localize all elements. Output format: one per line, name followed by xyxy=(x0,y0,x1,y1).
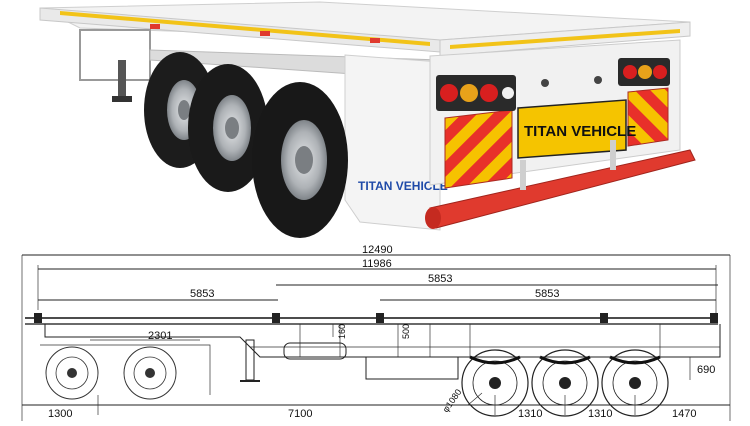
dim-front-overhang: 1300 xyxy=(48,408,72,420)
trailer-illustration: TITAN VEHICLE TITAN VEHICLE xyxy=(39,1,696,238)
technical-drawing: 12490 11986 5853 5853 5853 160 500 2301 xyxy=(0,244,750,421)
dim-kingpin-to-axle: 7100 xyxy=(288,408,312,420)
dim-axle-spacing-1: 1310 xyxy=(518,408,542,420)
side-elevation-drawing: 12490 11986 5853 5853 5853 160 500 2301 xyxy=(21,244,731,421)
dim-pitch-middle: 5853 xyxy=(428,273,452,285)
leader-line xyxy=(467,392,483,406)
brand-plate-text: TITAN VEHICLE xyxy=(524,123,636,140)
side-reflector xyxy=(150,24,160,29)
dim-pitch-front: 5853 xyxy=(190,288,214,300)
tail-lamp xyxy=(480,84,498,102)
main-beam xyxy=(44,324,721,358)
twist-lock xyxy=(34,313,42,323)
leaf-spring xyxy=(539,355,591,365)
leaf-spring xyxy=(469,355,521,365)
dim-rear-height: 690 xyxy=(697,364,715,376)
tractor-wheel-rear xyxy=(123,346,177,400)
indicator-lamp xyxy=(638,65,652,79)
fuel-tank xyxy=(283,342,347,360)
trailer-wheel-3 xyxy=(601,349,669,417)
dim-tire-diameter: φ1080 xyxy=(440,387,463,414)
indicator-lamp xyxy=(460,84,478,102)
twist-lock xyxy=(376,313,384,323)
hazard-panel-left xyxy=(444,109,513,189)
rear-bolt xyxy=(541,79,549,87)
landing-leg-drawing xyxy=(245,339,255,381)
landing-leg xyxy=(118,60,126,100)
side-reflective-stripe xyxy=(60,11,430,46)
trailer-photo: TITAN VEHICLE TITAN VEHICLE xyxy=(39,1,696,238)
tractor-outline xyxy=(40,344,211,395)
side-reflector xyxy=(260,31,270,36)
tail-lamp xyxy=(440,84,458,102)
bumper-bracket xyxy=(520,160,526,190)
twist-lock xyxy=(600,313,608,323)
tool-box xyxy=(365,356,459,380)
rear-bolt xyxy=(594,76,602,84)
mudflap-brand: TITAN VEHICLE xyxy=(358,179,448,193)
landing-foot xyxy=(112,96,132,102)
reverse-lamp xyxy=(502,87,514,99)
brand-plate xyxy=(517,99,627,159)
dim-kingpin-setback: 2301 xyxy=(148,330,172,342)
leaf-spring xyxy=(609,355,661,365)
dim-pitch-rear: 5853 xyxy=(535,288,559,300)
twist-lock xyxy=(710,313,718,323)
dim-overall-length: 12490 xyxy=(362,245,393,256)
rear-reflective-stripe xyxy=(450,29,680,49)
tail-lamp xyxy=(653,65,667,79)
dim-beam-height: 500 xyxy=(401,324,411,339)
twist-lock xyxy=(272,313,280,323)
hazard-panel-right xyxy=(627,87,669,147)
dim-gooseneck-height: 160 xyxy=(337,324,347,339)
tractor-wheel-front xyxy=(45,346,99,400)
front-frame xyxy=(79,29,151,81)
tail-lamp xyxy=(623,65,637,79)
tire-3 xyxy=(252,82,348,238)
dim-rear-overhang: 1470 xyxy=(672,408,696,420)
bumper-bracket xyxy=(610,140,616,170)
tire-2 xyxy=(188,64,268,192)
dim-deck-length: 11986 xyxy=(362,258,392,270)
dim-axle-spacing-2: 1310 xyxy=(588,408,612,420)
mudflap-panel xyxy=(344,54,441,231)
side-reflector xyxy=(370,38,380,43)
bumper-end-cap xyxy=(425,207,441,229)
